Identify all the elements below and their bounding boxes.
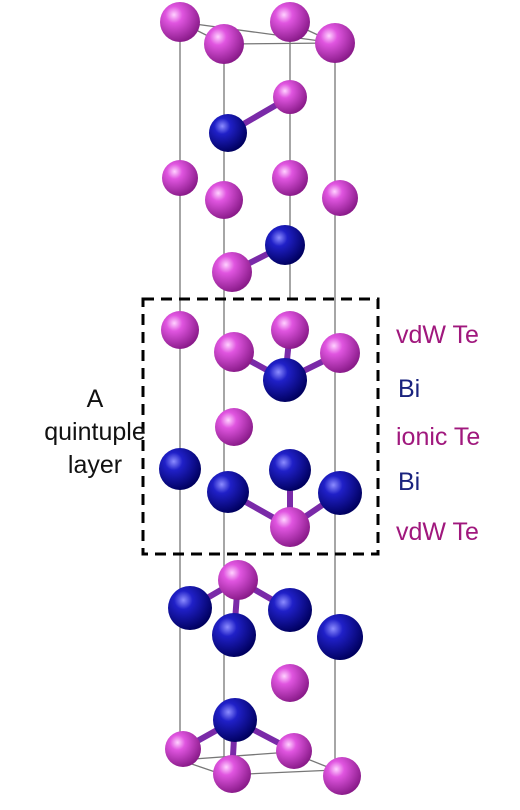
layer-label-vdw-te-top: vdW Te <box>396 321 479 349</box>
box-label-line-2: quintuple <box>44 418 146 446</box>
te-atom <box>270 507 310 547</box>
quintuple-layer-label: A quintuple layer <box>40 383 150 482</box>
bi-atom <box>263 358 307 402</box>
bi-atom <box>265 225 305 265</box>
bi-atom <box>317 614 363 660</box>
te-atom <box>276 733 312 769</box>
bi-atom <box>268 588 312 632</box>
te-atom <box>271 664 309 702</box>
bi-atom <box>168 586 212 630</box>
bi-atom <box>318 471 362 515</box>
te-atom <box>205 181 243 219</box>
te-atom <box>323 757 361 795</box>
box-label-line-1: A <box>86 385 104 413</box>
te-atom <box>160 2 200 42</box>
layer-label-vdw-te-bottom: vdW Te <box>396 518 479 546</box>
quintuple-layer-box <box>141 297 380 556</box>
te-atom <box>322 180 358 216</box>
layer-label-bi-lower: Bi <box>398 468 421 496</box>
te-atom <box>315 23 355 63</box>
layer-label-ionic-te: ionic Te <box>396 423 481 451</box>
unit-cell-lines <box>179 21 336 776</box>
atoms <box>159 2 363 795</box>
te-atom <box>161 311 199 349</box>
te-atom <box>162 160 198 196</box>
te-atom <box>213 755 251 793</box>
bi-atom <box>212 613 256 657</box>
te-atom <box>320 333 360 373</box>
te-atom <box>212 252 252 292</box>
te-atom <box>273 80 307 114</box>
te-atom <box>272 160 308 196</box>
bi-atom <box>269 449 311 491</box>
te-atom <box>218 560 258 600</box>
cell-edge <box>179 21 336 44</box>
te-atom <box>204 24 244 64</box>
te-atom <box>270 2 310 42</box>
bi-atom <box>207 471 249 513</box>
layer-label-bi-upper: Bi <box>398 375 421 403</box>
te-atom <box>165 731 201 767</box>
te-atom <box>214 332 254 372</box>
te-atom <box>215 408 253 446</box>
bi-atom <box>213 698 257 742</box>
te-atom <box>271 311 309 349</box>
bi-atom <box>159 448 201 490</box>
bi-atom <box>209 114 247 152</box>
box-label-line-3: layer <box>67 451 123 479</box>
